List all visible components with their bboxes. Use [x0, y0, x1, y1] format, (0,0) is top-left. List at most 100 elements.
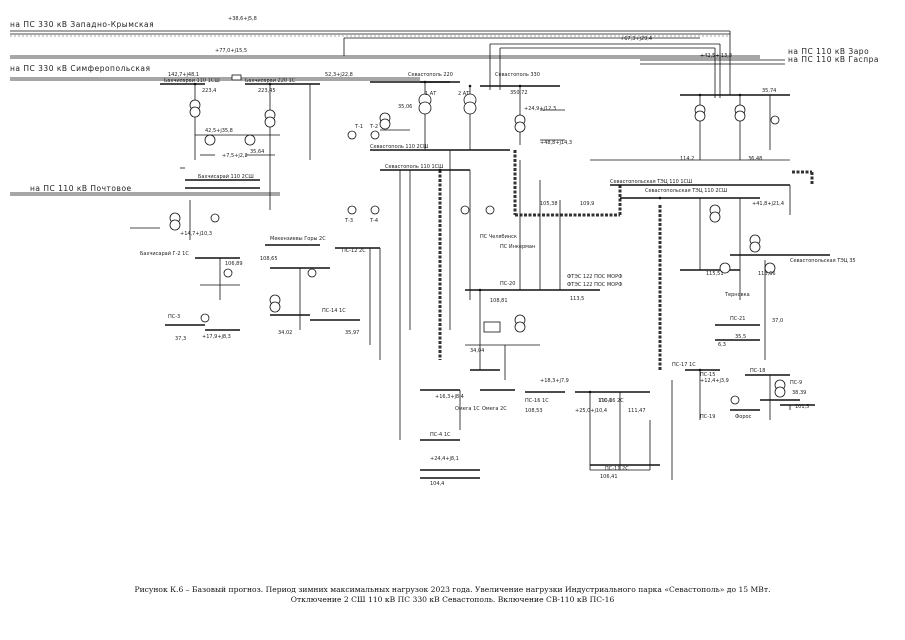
voltage-v23: 6,3 [718, 342, 726, 348]
label-ps3: ПС-3 [168, 314, 180, 320]
voltage-v9: 105,38 [540, 201, 558, 207]
voltage-v2: 223,45 [258, 88, 276, 94]
voltage-v17: 35,74 [762, 88, 776, 94]
voltage-v14: 108,65 [260, 256, 278, 262]
tr-t2: Т-2 [369, 124, 378, 130]
flow-f2: 42,5+j35,8 [205, 128, 233, 134]
right-lower-network [680, 260, 815, 420]
center-lower-network [420, 289, 673, 480]
voltage-v25: 34,02 [278, 330, 292, 336]
label-ps19: ПС-19 [700, 414, 715, 420]
tr-t1: Т-1 [354, 124, 363, 130]
label-ps18: ПС-18 [750, 368, 765, 374]
label-ftes-2: ФТЭС 122 ПОС МОРФ [567, 282, 623, 288]
label-bakhch-g2: Бахчисарай Г-2 1С [140, 250, 189, 257]
feeder-pochtovoe: на ПС 110 кВ Почтовое [30, 184, 132, 193]
sevastopol-330-area [379, 81, 565, 150]
label-ps4: ПС-4 1С [430, 432, 451, 438]
label-bakhch-110-1: Бахчисарай 110 1СШ [164, 77, 220, 84]
voltage-v4: 115,51 [706, 271, 724, 277]
voltage-v13: 106,89 [225, 261, 243, 267]
voltage-v6: 35,64 [250, 149, 264, 155]
label-ternovka: Терновка [724, 292, 750, 298]
label-mekenzievy: Мекензиевы Горы 2С [270, 236, 326, 242]
figure-caption: Рисунок К.6 – Базовый прогноз. Период зи… [100, 585, 805, 605]
voltage-v21: 35,5 [735, 334, 746, 340]
voltage-v20: 111,47 [628, 408, 646, 414]
flow-f16: +25,0+j10,4 [575, 408, 607, 414]
voltage-v8: 114,2 [680, 156, 694, 162]
label-ps14: ПС-14 1С [322, 308, 346, 314]
flow-f15: +12,4+j3,9 [700, 378, 729, 384]
voltage-v3: 350,72 [510, 90, 528, 96]
voltage-v10: 109,9 [580, 201, 594, 207]
label-bakhch-110-2: Бахчисарай 110 2СШ [198, 173, 254, 180]
voltage-v28: 106,41 [600, 474, 618, 480]
flow-f9: +41,8+j21,4 [752, 201, 784, 207]
label-sev220: Севастополь 220 [408, 72, 453, 78]
top-feeders [10, 30, 785, 196]
flow-f17: +16,3+j8,4 [435, 394, 464, 400]
voltage-v30: 101,5 [795, 404, 809, 410]
flow-f6: 142,7+j48,1 [168, 72, 199, 78]
caption-line-2: Отключение 2 СШ 110 кВ ПС 330 кВ Севасто… [290, 595, 615, 604]
voltage-v12: 34,04 [470, 348, 484, 354]
label-inkerman: ПС Инкерман [500, 244, 535, 250]
tr-t3: Т-3 [344, 218, 353, 224]
sevastopol-chp-area [590, 94, 830, 300]
voltage-v29: 113,5 [570, 296, 584, 302]
voltage-v22: 37,0 [772, 318, 783, 324]
feeder-west-crimea: на ПС 330 кВ Западно-Крымская [10, 20, 154, 29]
sevastopol-110-buses [347, 130, 662, 440]
voltage-v1: 223,4 [202, 88, 216, 94]
label-sev330: Севастополь 330 [495, 72, 540, 78]
feeder-simferopol: на ПС 330 кВ Симферопольская [10, 64, 151, 73]
flow-f11: +7,5+j2,2 [222, 153, 248, 159]
flow-f5: 52,3+j22,8 [325, 72, 353, 78]
voltage-v27: 104,4 [430, 481, 444, 487]
flow-f7: +67,3+j29,4 [620, 36, 652, 42]
flow-f14: +18,3+j7,9 [540, 378, 569, 384]
voltage-v5: 113,66 [758, 271, 776, 277]
flow-f18: +24,4+j8,1 [430, 456, 459, 462]
feeder-gaspra: на ПС 110 кВ Гаспра [788, 55, 879, 64]
label-sev110-1: Севастополь 110 1СШ [385, 164, 444, 170]
label-sevcity-2: Севастопольская ТЭЦ 110 2СШ [645, 188, 727, 194]
flow-f8: +42,5+j13,8 [700, 53, 732, 59]
label-foros: Форос [735, 414, 752, 420]
voltage-v7: 35,06 [398, 104, 412, 110]
flow-f13: +48,8+j14,3 [540, 140, 572, 146]
tr-at1: 1 АТ [425, 91, 437, 97]
voltage-v19: 110,0 [598, 398, 612, 404]
tr-at2: 2 АТ [458, 91, 470, 97]
caption-line-1: Рисунок К.6 – Базовый прогноз. Период зи… [134, 585, 771, 594]
label-ps9: ПС-9 [790, 380, 802, 386]
label-ps20: ПС-20 [500, 281, 515, 287]
label-ps16: ПС-16 1С [525, 398, 549, 404]
label-ps15: ПС-15 [700, 372, 715, 378]
label-ps12: ПС-12 2С [342, 248, 366, 254]
label-omega-2: Омега 2С [482, 406, 507, 412]
voltage-v15: 37,3 [175, 336, 186, 342]
voltage-v18: 108,53 [525, 408, 543, 414]
flow-f1: +38,6+j5,8 [228, 16, 257, 22]
label-omega-1: Омега 1С [455, 406, 480, 412]
label-sevcity-1: Севастопольская ТЭЦ 110 1СШ [610, 179, 692, 185]
label-sevcity-35: Севастопольская ТЭЦ 35 [790, 258, 856, 264]
voltage-v11: 108,81 [490, 298, 508, 304]
label-ps11: ПС-11 2С [605, 466, 629, 472]
voltage-v16: 36,48 [748, 156, 762, 162]
tr-t4: Т-4 [369, 218, 378, 224]
junction-dots [193, 80, 742, 394]
flow-f10: +17,9+j8,3 [202, 334, 231, 340]
bakhchisarai-220-area [160, 74, 460, 210]
label-sev110-2: Севастополь 110 2СШ [370, 144, 429, 150]
flow-f3: +77,0+j15,5 [215, 48, 247, 54]
flow-f12: +24,9+j12,3 [524, 106, 556, 112]
left-network [130, 179, 381, 360]
voltage-v26: 35,97 [345, 330, 359, 336]
label-ps16-2: ПС-16 2С [600, 398, 624, 404]
voltage-v24: 38,39 [792, 390, 806, 396]
feeder-zaro: на ПС 110 кВ Заро [788, 47, 869, 56]
